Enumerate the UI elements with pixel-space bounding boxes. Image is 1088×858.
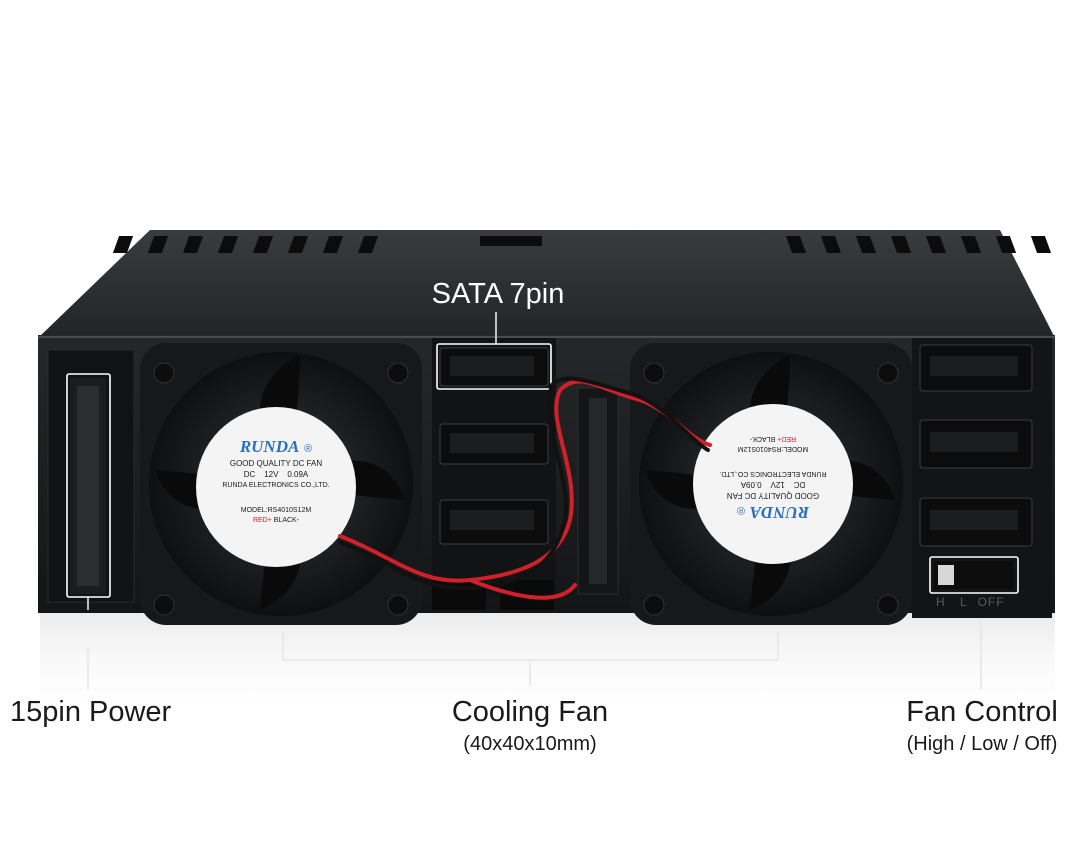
switch-marks: H L OFF (936, 595, 1005, 609)
callout-control: Fan Control (906, 696, 1058, 728)
fan-label-line3: RUNDA ELECTRONICS CO.,LTD. (719, 470, 827, 477)
fan-label-line1: GOOD QUALITY DC FAN (229, 459, 323, 468)
wire-red-label: RED+ (777, 435, 797, 442)
fan-label-line4: MODEL:RS4010S12M (737, 445, 809, 452)
callout-fan-size: (40x40x10mm) (463, 733, 597, 755)
chassis-top (38, 230, 1055, 338)
callout-power: 15pin Power (10, 696, 172, 728)
power-connector (47, 349, 135, 603)
fan-label-line4: MODEL:RS4010S12M (240, 507, 312, 514)
wire-red-label: RED+ (252, 517, 272, 524)
floor-reflection (40, 612, 1055, 722)
fan-label-right: RUNDA ® GOOD QUALITY DC FAN DC 12V 0.09A… (693, 433, 853, 522)
fan-label-line1: GOOD QUALITY DC FAN (726, 491, 820, 500)
top-vents (112, 236, 1052, 253)
registered-mark: ® (304, 443, 313, 455)
cooling-fan-right (630, 343, 912, 625)
fan-brand: RUNDA (239, 437, 300, 456)
sata-ports-middle (432, 338, 556, 610)
fan-label-line3: RUNDA ELECTRONICS CO.,LTD. (222, 482, 330, 489)
fan-label-line2: DC 12V 0.09A (243, 470, 309, 479)
sata-highlight-box (436, 343, 552, 390)
fan-wires (338, 376, 712, 600)
switch-mark-low: L (960, 595, 968, 609)
switch-mark-high: H (936, 595, 946, 609)
fan-control-switch (929, 556, 1019, 594)
callout-fan: Cooling Fan (451, 696, 609, 728)
fan-brand: RUNDA (749, 503, 810, 522)
fan-label-line2: DC 12V 0.09A (740, 480, 806, 489)
callout-control-modes: (High / Low / Off) (906, 733, 1058, 755)
sata-ports-right (912, 338, 1052, 618)
wire-black-label: BLACK- (749, 435, 776, 442)
fan-label-left: RUNDA ® GOOD QUALITY DC FAN DC 12V 0.09A… (196, 438, 356, 526)
cooling-fan-left (140, 343, 422, 625)
callout-sata: SATA 7pin (431, 278, 565, 310)
wire-black-label: BLACK- (273, 517, 300, 524)
registered-mark: ® (736, 504, 745, 516)
switch-mark-off: OFF (977, 595, 1005, 609)
callout-lines (87, 312, 982, 690)
